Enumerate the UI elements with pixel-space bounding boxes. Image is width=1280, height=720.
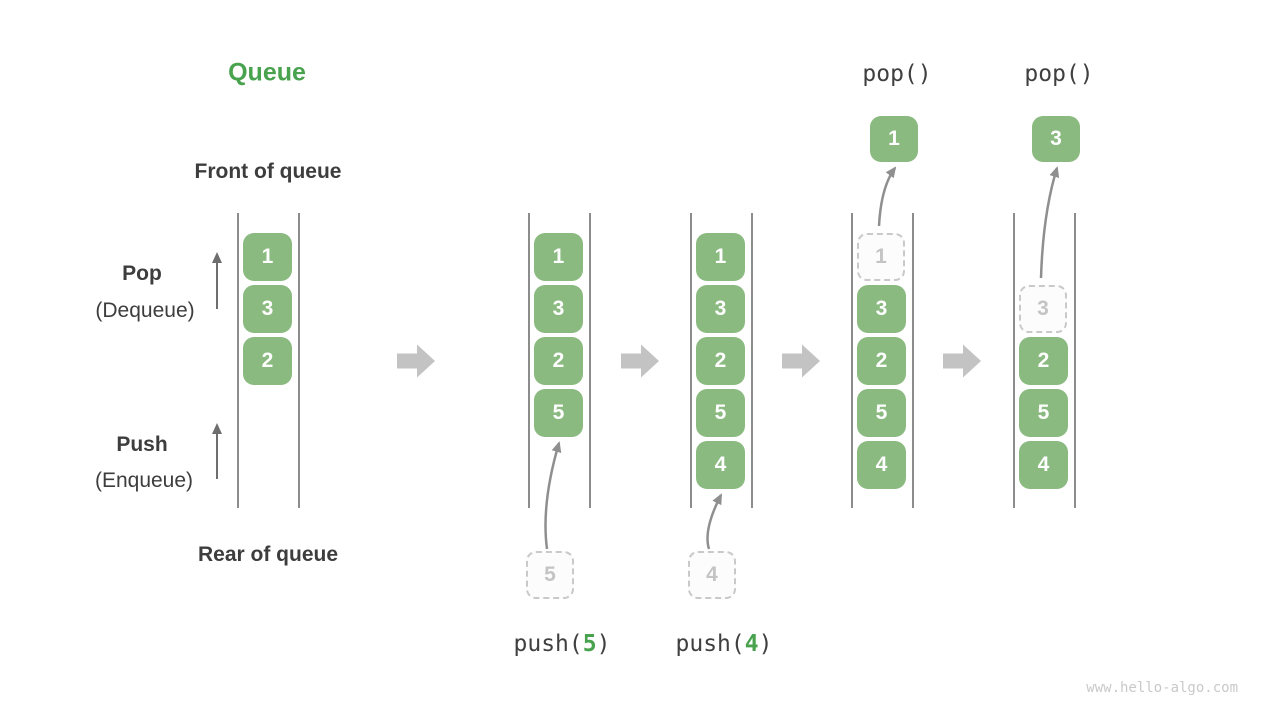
block-arrow-icon [782, 344, 820, 378]
popped-item: 1 [870, 116, 918, 162]
queue-item: 5 [857, 389, 906, 437]
pop-caption: pop() [1024, 61, 1094, 87]
front-of-queue-label: Front of queue [194, 160, 342, 183]
incoming-item-ghost: 5 [526, 551, 574, 599]
queue-item-ghost: 3 [1019, 285, 1067, 333]
diagram-title: Queue [228, 58, 306, 87]
queue-pipe-right-wall [751, 213, 753, 508]
queue-item: 1 [534, 233, 583, 281]
pop-label: Pop [122, 262, 162, 285]
push-caption: push(5) [514, 631, 611, 657]
queue-pipe-left-wall [1013, 213, 1015, 508]
queue-item: 2 [1019, 337, 1068, 385]
pop-arrow [877, 166, 897, 227]
queue-item: 5 [1019, 389, 1068, 437]
block-arrow-icon [397, 344, 435, 378]
dequeue-label: (Dequeue) [95, 299, 195, 322]
queue-item: 2 [534, 337, 583, 385]
queue-item: 3 [857, 285, 906, 333]
queue-item: 1 [243, 233, 292, 281]
block-arrow-icon [943, 344, 981, 378]
queue-pipe-right-wall [589, 213, 591, 508]
pop-arrow [1039, 166, 1060, 279]
queue-item-ghost: 1 [857, 233, 905, 281]
queue-item: 2 [243, 337, 292, 385]
push-caption-part: ) [758, 631, 773, 657]
queue-pipe-left-wall [237, 213, 239, 508]
queue-item: 4 [1019, 441, 1068, 489]
queue-pipe-left-wall [528, 213, 530, 508]
push-arrow [544, 441, 562, 550]
push-caption-part: ) [596, 631, 611, 657]
rear-of-queue-label: Rear of queue [197, 543, 339, 566]
queue-item: 3 [534, 285, 583, 333]
queue-pipe-right-wall [298, 213, 300, 508]
pop-caption: pop() [862, 61, 932, 87]
push-caption: push(4) [676, 631, 773, 657]
queue-item: 3 [696, 285, 745, 333]
push-caption-part: push( [675, 631, 745, 657]
queue-item: 5 [696, 389, 745, 437]
queue-item: 2 [857, 337, 906, 385]
push-caption-part: 4 [744, 631, 759, 657]
push-arrow [706, 493, 723, 550]
queue-pipe-right-wall [1074, 213, 1076, 508]
queue-pipe-left-wall [690, 213, 692, 508]
queue-item: 3 [243, 285, 292, 333]
enqueue-label: (Enqueue) [94, 469, 194, 492]
watermark: www.hello-algo.com [1086, 680, 1238, 696]
queue-item: 4 [696, 441, 745, 489]
queue-item: 5 [534, 389, 583, 437]
queue-item: 4 [857, 441, 906, 489]
block-arrow-icon [621, 344, 659, 378]
popped-item: 3 [1032, 116, 1080, 162]
push-caption-part: push( [513, 631, 583, 657]
queue-item: 1 [696, 233, 745, 281]
queue-pipe-left-wall [851, 213, 853, 508]
incoming-item-ghost: 4 [688, 551, 736, 599]
push-caption-part: 5 [582, 631, 597, 657]
queue-item: 2 [696, 337, 745, 385]
push-label: Push [116, 433, 168, 456]
queue-pipe-right-wall [912, 213, 914, 508]
